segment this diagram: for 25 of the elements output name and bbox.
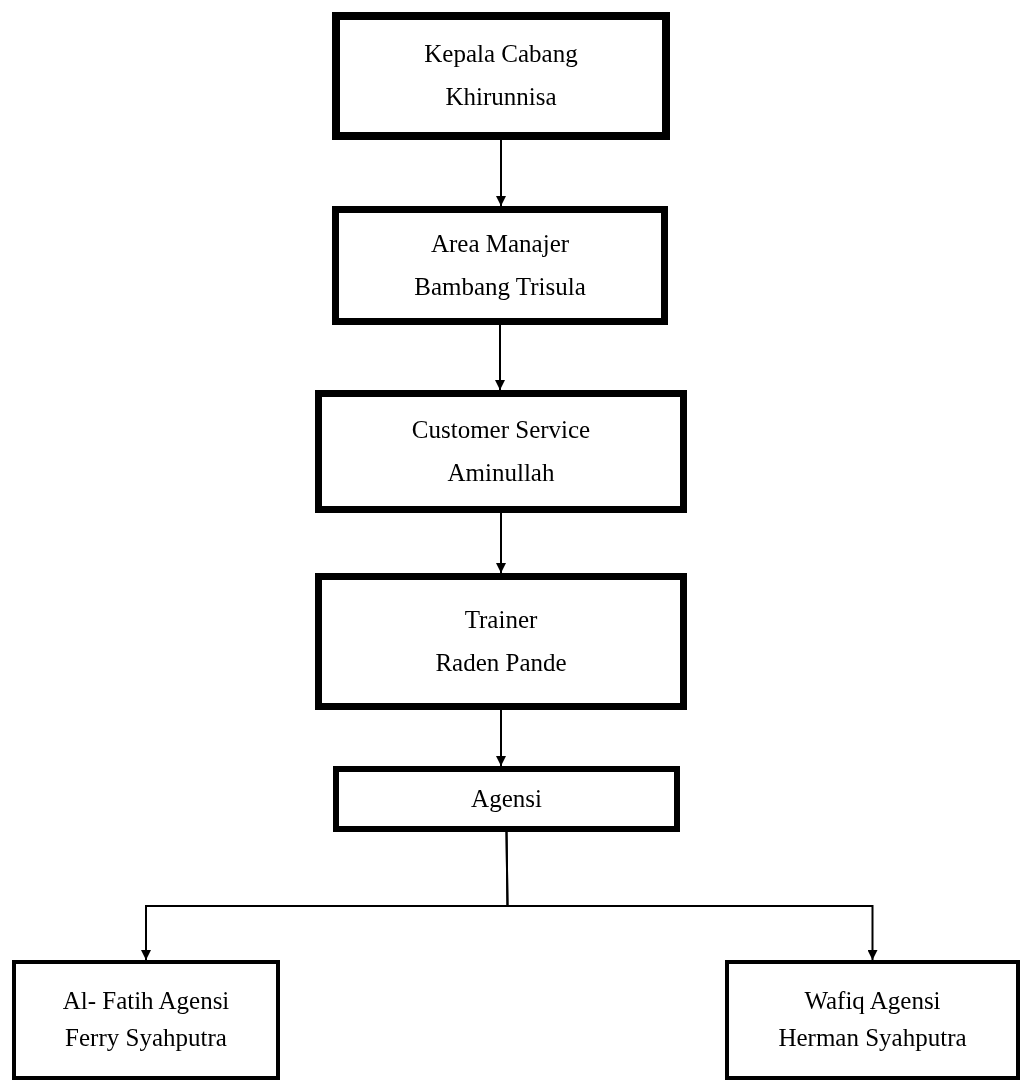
role-label: Aminullah xyxy=(447,458,555,488)
arrow xyxy=(496,512,506,574)
arrow xyxy=(496,709,506,767)
role-label: Customer Service xyxy=(411,415,591,445)
role-label: Raden Pande xyxy=(435,648,567,678)
org-box xyxy=(315,390,687,513)
role-label: Al- Fatih Agensi xyxy=(62,987,230,1016)
arrow xyxy=(495,324,505,391)
role-label: Trainer xyxy=(464,605,538,635)
role-label: Ferry Syahputra xyxy=(65,1024,227,1053)
org-box xyxy=(315,573,687,710)
org-box xyxy=(725,960,1020,1080)
role-label: Area Manajer xyxy=(430,229,570,259)
org-box xyxy=(332,12,670,140)
role-label: Herman Syahputra xyxy=(778,1024,967,1053)
arrow xyxy=(505,831,878,961)
role-label: Agensi xyxy=(471,784,542,814)
org-box xyxy=(333,766,680,832)
role-label: Wafiq Agensi xyxy=(804,987,941,1016)
org-box xyxy=(12,960,280,1080)
role-label: Kepala Cabang xyxy=(424,40,578,69)
org-box xyxy=(332,206,668,325)
role-label: Khirunnisa xyxy=(445,83,557,112)
role-label: Bambang Trisula xyxy=(414,272,586,302)
arrow xyxy=(496,139,506,207)
